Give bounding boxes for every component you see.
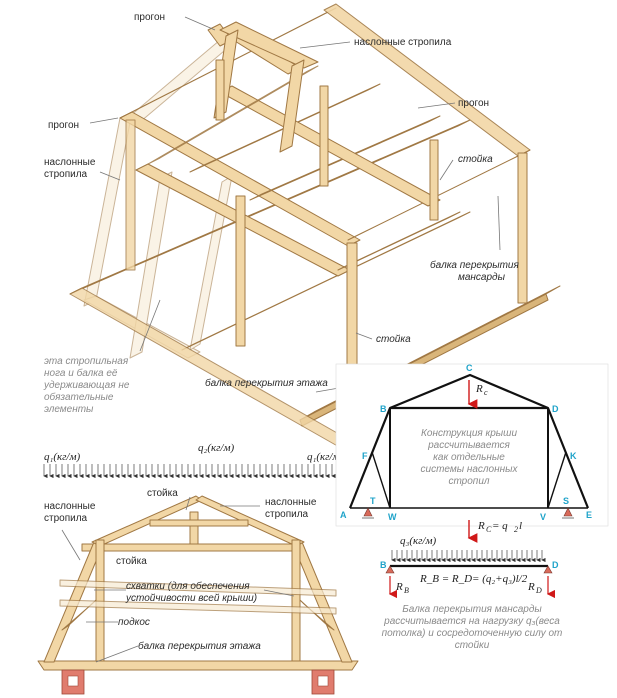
label-balka-etazha-iso: балка перекрытия этажа — [205, 377, 328, 389]
pt-D: D — [552, 404, 559, 414]
beam-rc-eq: R — [477, 520, 485, 532]
load-q1-right: q₁(кг/м) — [307, 451, 344, 463]
truss-rc-label: R — [475, 383, 483, 395]
section-leaders — [61, 496, 295, 663]
label-balka-mansardy-l1: балка перекрытия — [430, 259, 519, 271]
beam-rd: R — [527, 581, 535, 593]
label-progon-1: прогон — [134, 12, 165, 23]
pt-B: B — [380, 404, 387, 414]
label-stoyka-1: стойка — [458, 154, 493, 165]
note-optional-l4: обязательные — [44, 391, 114, 403]
truss-note-l5: стропил — [448, 476, 489, 487]
label-naslonnye-stropila-1: наслонные стропила — [354, 37, 452, 48]
truss-note-l4: системы наслонных — [421, 464, 519, 475]
label-stoyka-top: стойка — [147, 488, 178, 499]
label-naslonnye-2-l2: стропила — [44, 169, 88, 180]
load-q1-left: q₁(кг/м) — [44, 451, 81, 463]
label-progon-3: прогон — [48, 120, 79, 131]
label-naslonnye-right-l1: наслонные — [265, 497, 317, 508]
truss-note-l2: рассчитывается — [427, 440, 510, 451]
pt-C: C — [466, 363, 473, 373]
pt-W: W — [388, 512, 397, 522]
beam-note-l4: стойки — [455, 640, 490, 651]
note-optional-l3: удерживающая не — [43, 380, 130, 391]
label-stoyka-2: стойка — [376, 334, 411, 345]
beam-rc-eq-rest: = q — [492, 520, 508, 532]
pt-K: K — [570, 451, 577, 461]
beam-rc-eq-sub2: 2 — [514, 525, 518, 534]
note-optional-l5: элементы — [44, 404, 94, 415]
beam-rb-sub: B — [404, 586, 409, 595]
beam-load-arrows — [391, 550, 546, 563]
beam-rd-sub: D — [535, 586, 542, 595]
beam-q3: q₃(кг/м) — [400, 535, 437, 547]
label-skhvatki-l1: схватки (для обеспечения — [126, 580, 250, 592]
label-naslonnye-left-l2: стропила — [44, 513, 88, 524]
pt-F: F — [362, 451, 368, 461]
beam-rc-eq-end: l — [519, 520, 522, 532]
beam-scheme: R C = q 2 l q₃(кг/м) B D R B R D R_B = R… — [380, 520, 562, 651]
label-progon-2: прогон — [458, 98, 489, 109]
distributed-load-arrows — [43, 464, 354, 479]
pt-S: S — [563, 496, 569, 506]
isometric-frame — [69, 3, 561, 453]
label-naslonnye-2-l1: наслонные — [44, 157, 96, 168]
truss-note-l1: Конструкция крыши — [421, 428, 517, 439]
label-podkos: подкос — [118, 617, 150, 628]
truss-scheme: R c C B D F K A E T S W V Конструкция кр… — [335, 363, 609, 527]
load-arrows: q₁(кг/м) q₂(кг/м) q₁(кг/м) — [43, 442, 354, 479]
beam-pt-B: B — [380, 560, 387, 570]
pt-A: A — [340, 510, 347, 520]
attic-frame — [119, 3, 531, 277]
label-naslonnye-right-l2: стропила — [265, 509, 309, 520]
beam-pt-D: D — [552, 560, 559, 570]
beam-note-l1: Балка перекрытия мансарды — [402, 604, 542, 615]
beam-rb: R — [395, 581, 403, 593]
cross-section — [37, 495, 359, 695]
section-labels: стойка наслонные стропила наслонные стро… — [44, 488, 317, 652]
note-optional-l2: нога и балка её — [44, 367, 118, 379]
iso-labels: прогон наслонные стропила прогон прогон … — [43, 12, 519, 415]
label-skhvatki-l2: устойчивости всей крыши) — [125, 593, 257, 604]
label-balka-mansardy-l2: мансарды — [458, 272, 506, 283]
pt-T: T — [370, 496, 376, 506]
label-balka-etazha-section: балка перекрытия этажа — [138, 640, 261, 652]
beam-note-l3: потолка) и сосредоточенную силу от — [382, 628, 563, 639]
beam-rc-eq-sub: C — [486, 525, 492, 534]
vertical-posts — [125, 59, 528, 422]
note-optional-l1: эта стропильная — [44, 356, 129, 367]
beam-formula: R_B = R_D= (q₂+q₃)l/2 — [419, 573, 528, 585]
label-stoyka-mid: стойка — [116, 556, 147, 567]
pt-V: V — [540, 512, 546, 522]
truss-rc-sub: c — [484, 388, 488, 397]
pt-E: E — [586, 510, 592, 520]
truss-note-l3: как отдельные — [433, 452, 505, 463]
load-q2: q₂(кг/м) — [198, 442, 235, 454]
beam-note-l2: рассчитывается на нагрузку q₃(веса — [383, 616, 560, 627]
label-naslonnye-left-l1: наслонные — [44, 501, 96, 512]
